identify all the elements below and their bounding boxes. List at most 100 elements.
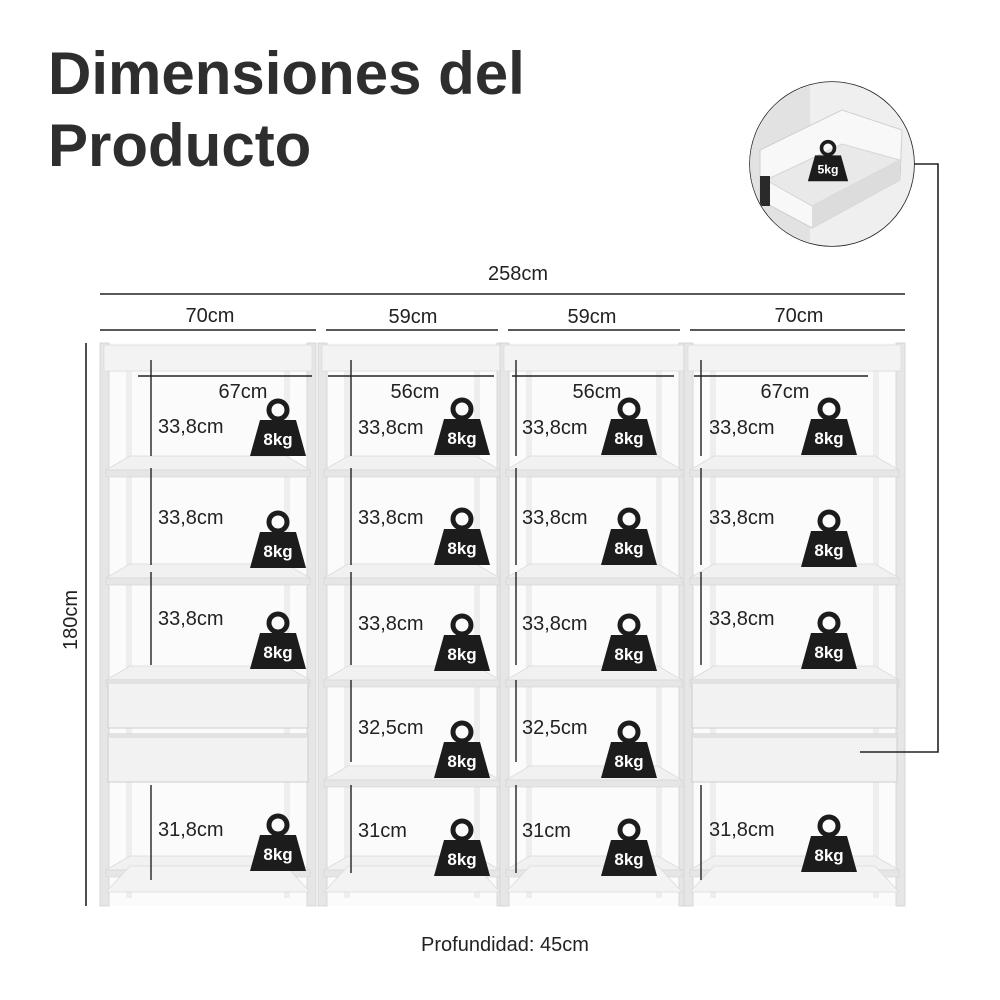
weight-icon: 8kg (434, 818, 490, 876)
weight-body (250, 633, 306, 669)
weight-body (434, 742, 490, 778)
module-4-width-label: 70cm (775, 305, 824, 327)
title-line-2: Producto (48, 112, 312, 179)
compartment-height-label: 32,5cm (358, 717, 424, 739)
shelf-edge (105, 469, 311, 478)
weight-icon: 8kg (250, 510, 306, 568)
weight-handle (450, 818, 474, 842)
weight-label: 8kg (814, 643, 843, 662)
weight-body (601, 529, 657, 565)
weight-label: 8kg (447, 539, 476, 558)
weight-handle (617, 613, 641, 637)
bottom-shelf (505, 865, 683, 893)
weight-label: 5kg (817, 162, 838, 176)
compartment-height-label: 31cm (358, 820, 407, 842)
shelf-edge (505, 779, 683, 788)
inner-width-label-2: 56cm (391, 381, 440, 403)
weight-body (801, 633, 857, 669)
weight-icon: 8kg (601, 507, 657, 565)
weight-icon: 8kg (801, 397, 857, 455)
weight-body (601, 635, 657, 671)
weight-icon: 8kg (434, 397, 490, 455)
weight-handle (450, 397, 474, 421)
weight-handle (817, 397, 841, 421)
compartment-height-label: 33,8cm (522, 417, 588, 439)
shelf (688, 665, 901, 681)
weight-label: 8kg (447, 429, 476, 448)
compartment-height-label: 33,8cm (522, 507, 588, 529)
weight-icon: 8kg (434, 507, 490, 565)
bottom-shelf (689, 865, 900, 893)
weight-icon: 8kg (801, 509, 857, 567)
shelf-edge (689, 577, 900, 586)
page-title: Dimensiones del Producto (48, 38, 608, 182)
shelf-edge (689, 469, 900, 478)
unit-left-post (317, 342, 328, 907)
weight-label: 8kg (447, 645, 476, 664)
unit-rear-left-post (126, 355, 132, 898)
compartment-height-label: 32,5cm (522, 717, 588, 739)
drawer-detail-inset: 5kg (749, 81, 915, 247)
compartment-height-label: 31,8cm (709, 819, 775, 841)
compartment-height-label: 33,8cm (709, 608, 775, 630)
weight-body (601, 419, 657, 455)
shelf-edge (505, 577, 683, 586)
weight-handle (617, 397, 641, 421)
weight-label: 8kg (447, 752, 476, 771)
weight-handle (450, 613, 474, 637)
total-width-label: 258cm (488, 263, 548, 285)
module-1-width-label: 70cm (186, 305, 235, 327)
weight-handle (266, 813, 290, 837)
unit-interior (506, 343, 682, 906)
unit-left-post (99, 342, 110, 907)
unit-left-post (683, 342, 694, 907)
shelf (688, 563, 901, 579)
drawer-front (107, 733, 309, 783)
shelf (504, 455, 684, 471)
weight-label: 8kg (614, 645, 643, 664)
shelf-edge (105, 577, 311, 586)
unit-left-post (499, 342, 510, 907)
compartment-height-label: 31cm (522, 820, 571, 842)
shelf (504, 563, 684, 579)
weight-label: 8kg (614, 850, 643, 869)
weight-handle (266, 611, 290, 635)
unit-rear-right-post (873, 355, 879, 898)
compartment-height-label: 33,8cm (158, 416, 224, 438)
weight-label: 8kg (614, 539, 643, 558)
shelf-edge (505, 679, 683, 688)
weight-label: 8kg (614, 752, 643, 771)
weight-icon: 8kg (250, 813, 306, 871)
weight-icon: 8kg (250, 611, 306, 669)
module-3-width-label: 59cm (568, 306, 617, 328)
weight-label: 8kg (814, 429, 843, 448)
weight-icon: 8kg (250, 398, 306, 456)
shelving-units (99, 342, 906, 907)
inner-width-label-4: 67cm (761, 381, 810, 403)
weight-label: 8kg (447, 850, 476, 869)
unit-top-panel (321, 344, 503, 372)
drawer-callout-line (860, 163, 939, 753)
weight-handle (817, 611, 841, 635)
weight-label: 8kg (263, 845, 292, 864)
drawer-handle-groove (108, 680, 308, 684)
dimension-lines: 258cm 70cm 59cm 59cm 70cm 180cm Profundi… (60, 163, 939, 956)
unit-top-panel (103, 344, 313, 372)
total-height-label: 180cm (60, 590, 82, 650)
weight-body (434, 529, 490, 565)
weight-handle (617, 818, 641, 842)
unit-interior (690, 343, 899, 906)
drawer-handle-groove (692, 734, 897, 738)
weight-body (434, 840, 490, 876)
weight-body (250, 835, 306, 871)
title-line-1: Dimensiones del (48, 40, 525, 107)
compartment-height-label: 33,8cm (358, 613, 424, 635)
unit-rear-left-post (710, 355, 716, 898)
unit-top-panel (503, 344, 685, 372)
weight-body (801, 531, 857, 567)
compartment-height-label: 33,8cm (522, 613, 588, 635)
weight-icon: 5kg (807, 139, 849, 182)
weight-handle (450, 720, 474, 744)
unit-rear-right-post (656, 355, 662, 898)
